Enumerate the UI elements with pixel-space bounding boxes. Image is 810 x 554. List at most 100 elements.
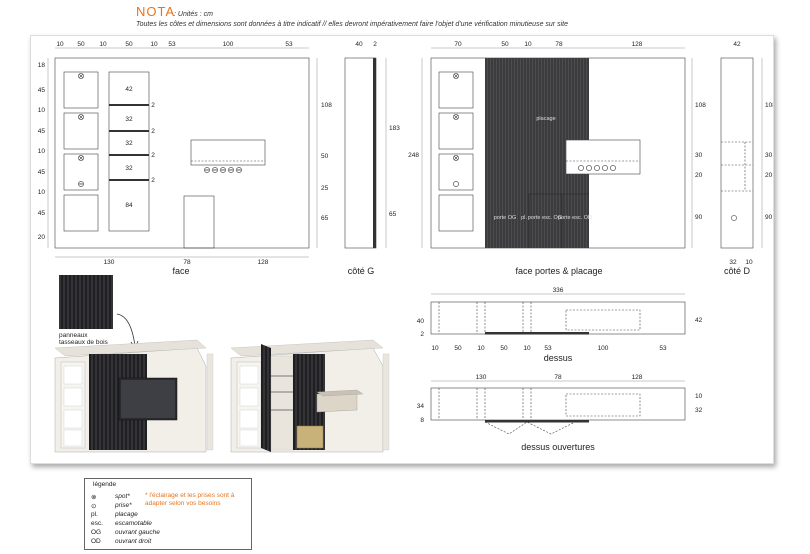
dim: 20 [38, 234, 46, 241]
dim: 20 [765, 172, 773, 179]
prise-icon [602, 165, 608, 171]
dim: 40 [355, 41, 363, 48]
prise-icon [731, 215, 737, 221]
legend-row: esc.escamotable [91, 520, 152, 527]
drawing-sheet: 42 32 32 32 84 2 2 2 2 10 50 10 50 10 53… [30, 35, 776, 464]
dim: 183 [389, 125, 400, 132]
dim: 50 [321, 153, 329, 160]
dim: 42 [733, 41, 741, 48]
dim: 53 [285, 41, 293, 48]
door-label: porte esc. OG [528, 215, 562, 221]
dim: 10 [150, 41, 158, 48]
prise-icon [586, 165, 592, 171]
dim: 30 [765, 152, 773, 159]
spot-icon [453, 73, 459, 79]
shelf-dim: 32 [125, 116, 133, 123]
spot-icon: ⊗ [91, 493, 97, 501]
shelf-dim: 32 [125, 140, 133, 147]
dim: 18 [38, 62, 46, 69]
legend-note: * l'éclairage et les prises sont à adapt… [145, 492, 235, 507]
view-label-face-portes: face portes & placage [515, 266, 602, 276]
dim: 32 [729, 259, 737, 266]
dim: 130 [476, 374, 487, 381]
dim: 70 [454, 41, 462, 48]
dim: 130 [104, 259, 115, 266]
dim: 10 [745, 259, 753, 266]
dim: 40 [417, 318, 425, 325]
shelf-thickness: 2 [151, 152, 155, 159]
spot-icon [453, 114, 459, 120]
header: NOTA : Unités : cm Toutes les côtes et d… [0, 0, 810, 34]
dim: 108 [765, 102, 773, 109]
spot-icon [78, 155, 84, 161]
technical-drawing: 42 32 32 32 84 2 2 2 2 10 50 10 50 10 53… [38, 41, 776, 453]
dim: 2 [373, 41, 377, 48]
dim: 10 [38, 148, 46, 155]
dim: 10 [524, 41, 532, 48]
dim: 336 [553, 287, 564, 294]
legend-row: pl.placage [91, 511, 138, 518]
dim: 2 [420, 331, 424, 338]
dim: 90 [765, 214, 773, 221]
prise-icon [578, 165, 584, 171]
dim: 45 [38, 128, 46, 135]
dim: 90 [695, 214, 703, 221]
dim: 128 [258, 259, 269, 266]
dim: 8 [420, 417, 424, 424]
dim: 10 [38, 189, 46, 196]
dim: 108 [695, 102, 706, 109]
dim: 78 [554, 374, 562, 381]
dim: 45 [38, 210, 46, 217]
dim: 50 [501, 41, 509, 48]
spot-icon [453, 155, 459, 161]
spot-icons-face [78, 73, 242, 187]
view-label-dessus-ouvertures: dessus ouvertures [521, 442, 595, 452]
prise-icon [594, 165, 600, 171]
prise-icon [453, 181, 459, 187]
spot-icon [78, 114, 84, 120]
dim: 78 [183, 259, 191, 266]
placage-label: placage [536, 116, 555, 122]
dim: 248 [408, 152, 419, 159]
nota-title: NOTA [136, 4, 176, 19]
face-outline [54, 57, 310, 249]
dim: 42 [695, 317, 703, 324]
view-label-cote-g: côté G [348, 266, 375, 276]
door-label: pl. [521, 215, 527, 221]
dim: 53 [168, 41, 176, 48]
dim: 128 [632, 374, 643, 381]
view-label-face: face [172, 266, 189, 276]
dim: 10 [431, 345, 439, 352]
dim: 34 [417, 403, 425, 410]
nota-text: Toutes les côtes et dimensions sont donn… [136, 21, 568, 28]
legend-title: légende [93, 481, 117, 488]
spot-icon [78, 73, 84, 79]
cote-d-outline [720, 57, 754, 249]
prise-icon [204, 167, 210, 173]
dim: 65 [321, 215, 329, 222]
dim: 100 [223, 41, 234, 48]
shelf-dim: 42 [125, 86, 133, 93]
dim: 10 [477, 345, 485, 352]
prise-icon [220, 167, 226, 173]
dim: 53 [659, 345, 667, 352]
dim: 50 [77, 41, 85, 48]
dim: 30 [695, 152, 703, 159]
shelf-thickness: 2 [151, 177, 155, 184]
dim: 50 [125, 41, 133, 48]
door-label: porte esc. OD [558, 215, 592, 221]
dim: 10 [56, 41, 64, 48]
dim: 45 [38, 87, 46, 94]
dim: 20 [695, 172, 703, 179]
nota-units: : Unités : cm [174, 11, 213, 18]
dim: 65 [389, 211, 397, 218]
view-label-dessus: dessus [544, 353, 573, 363]
prise-icon [228, 167, 234, 173]
prise-icon [212, 167, 218, 173]
dim: 25 [321, 185, 329, 192]
dim: 108 [321, 102, 332, 109]
cote-g-outline [344, 57, 377, 249]
legend: légende ⊗spot* ⊙prise* pl.placage esc.es… [84, 478, 252, 550]
